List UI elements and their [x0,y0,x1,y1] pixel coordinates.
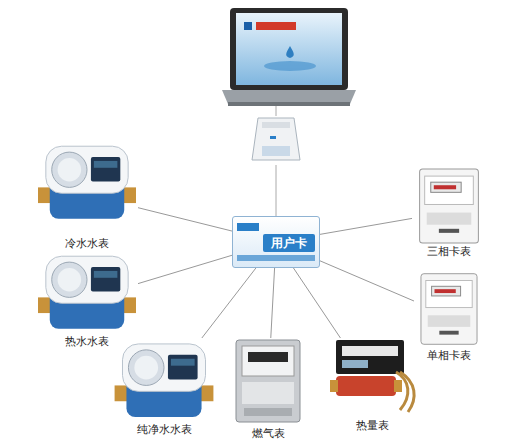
single-phase-meter [421,274,477,345]
meter-node: 纯净水水表 [112,338,216,436]
meter-label: 三相卡表 [412,245,486,258]
laptop-wire [276,106,277,116]
reader-wire [276,165,277,216]
hot-water-meter [38,256,136,329]
three-phase-meter [420,169,479,243]
meter-label: 热量表 [326,419,418,432]
meter-node: 冷水水表 [36,140,138,250]
meter-label: 纯净水水表 [112,423,216,436]
meter-node: 热量表 [326,338,418,432]
card-reader [252,118,300,160]
meter-node: 单相卡表 [414,270,484,362]
connector-line [320,218,412,234]
card-stripe [237,223,259,231]
meter-node: 热水水表 [36,250,138,348]
connector-line [202,268,256,338]
meter-node: 燃气表 [228,338,308,440]
meter-label: 热水水表 [36,335,138,348]
card-title: 用户卡 [263,234,315,252]
gas-meter [236,340,300,422]
user-card: 用户卡 [232,216,320,268]
meter-label: 冷水水表 [36,237,138,250]
pure-water-meter [115,344,214,417]
heat-meter [330,340,414,412]
connector-line [320,261,414,301]
meter-label: 燃气表 [228,427,308,440]
meter-node: 三相卡表 [412,166,486,258]
cold-water-meter [38,146,136,219]
connector-line [271,268,275,338]
meter-label: 单相卡表 [414,349,484,362]
connector-line [138,208,232,231]
connector-line [293,268,340,338]
connector-line [138,255,232,283]
laptop [222,8,356,106]
card-band [237,255,315,261]
